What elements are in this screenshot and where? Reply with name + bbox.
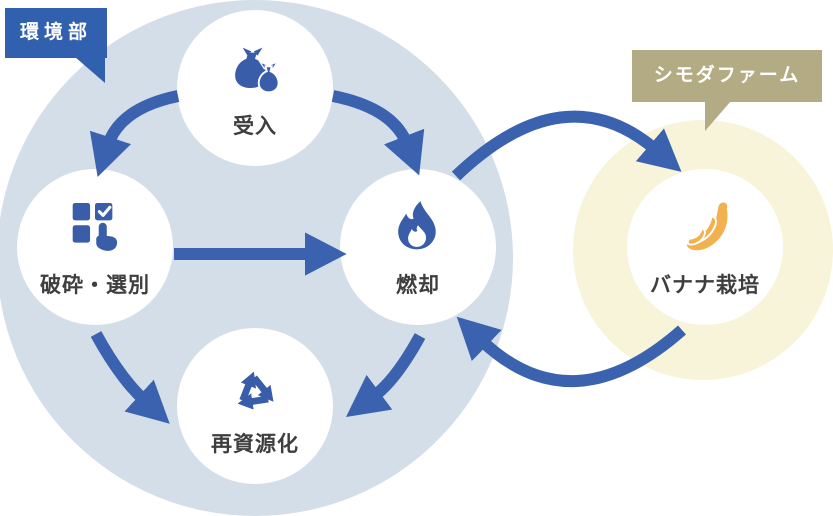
recycle-icon <box>237 371 274 410</box>
shimoda-farm-bubble: シモダファーム <box>632 50 822 102</box>
flame-icon <box>398 200 436 249</box>
node-hasai-senbetsu: 破砕・選別 <box>17 169 173 325</box>
node-label: バナナ栽培 <box>650 273 760 297</box>
node-banana-saibai: バナナ栽培 <box>627 169 783 325</box>
trash-bags-icon <box>235 47 280 93</box>
node-label: 破砕・選別 <box>40 273 150 297</box>
shimoda-farm-bubble-tail <box>705 101 731 131</box>
node-label: 受入 <box>233 114 277 138</box>
environment-dept-bubble-tail <box>75 57 105 83</box>
node-nenkyaku: 燃却 <box>340 169 496 325</box>
environment-dept-bubble-label: 環境部 <box>19 22 92 43</box>
sort-check-hand-icon <box>72 202 118 251</box>
environment-dept-bubble: 環境部 <box>5 8 107 58</box>
node-label: 再資源化 <box>211 432 299 456</box>
shimoda-farm-bubble-label: シモダファーム <box>653 65 801 86</box>
node-label: 燃却 <box>396 273 440 297</box>
banana-icon <box>686 201 728 250</box>
node-ukeire: 受入 <box>177 10 333 166</box>
node-saishigenka: 再資源化 <box>177 328 333 484</box>
